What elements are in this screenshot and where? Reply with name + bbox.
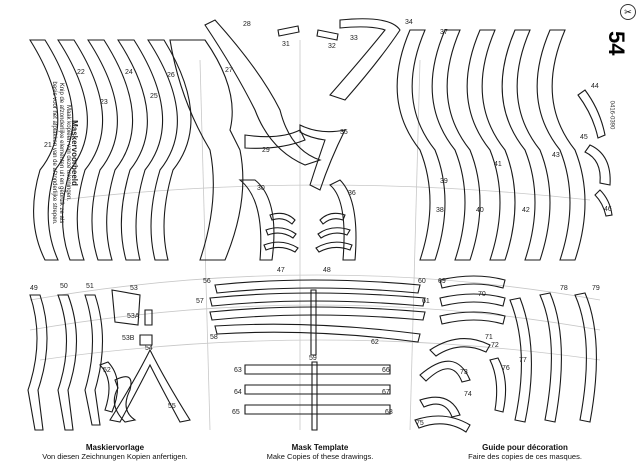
part-number-labels: 21 22 23 24 25 26 27 28 29 30 31 32 33 3… — [30, 19, 612, 427]
parts-hull-strips-right — [396, 29, 613, 261]
parts-center-strips — [209, 279, 426, 431]
parts-top-center — [277, 18, 401, 261]
part-label-41: 41 — [494, 161, 502, 168]
page-code: 0416-0390 — [608, 100, 615, 130]
part-label-63: 63 — [234, 367, 242, 374]
part-label-37: 37 — [440, 29, 448, 36]
caption-english: Mask Template Make Copies of these drawi… — [225, 443, 415, 461]
caption-german-title: Maskiervorlage — [85, 443, 145, 452]
part-label-60: 60 — [418, 278, 426, 285]
part-label-53: 53 — [130, 285, 138, 292]
part-label-52: 52 — [103, 367, 111, 374]
part-label-57: 57 — [196, 298, 204, 305]
side-instruction-line: Maak kopieën van deze tekeningen. — [65, 104, 71, 202]
part-label-31: 31 — [282, 41, 290, 48]
part-label-26: 26 — [167, 72, 175, 79]
part-label-47: 47 — [277, 267, 285, 274]
part-label-78: 78 — [560, 285, 568, 292]
part-label-33: 33 — [350, 35, 358, 42]
part-label-56: 56 — [203, 278, 211, 285]
caption-english-text: Make Copies of these drawings. — [266, 452, 374, 461]
part-label-79: 79 — [592, 285, 600, 292]
side-instruction-line: basis voor het afplakken van de afzonder… — [51, 81, 57, 225]
caption-french: Guide pour décoration Faire des copies d… — [430, 443, 620, 461]
part-label-61: 61 — [422, 298, 430, 305]
background-ship-drawing — [29, 40, 601, 431]
part-label-50: 50 — [60, 283, 68, 290]
caption-french-title: Guide pour décoration — [482, 443, 568, 452]
part-label-22: 22 — [77, 69, 85, 76]
part-label-66: 66 — [382, 367, 390, 374]
caption-french-text: Faire des copies de ces masques. — [468, 452, 582, 461]
part-label-51: 51 — [86, 283, 94, 290]
part-label-55: 55 — [168, 403, 176, 410]
part-label-53A: 53A — [127, 313, 140, 320]
part-label-42: 42 — [522, 207, 530, 214]
issue-number: 54 — [604, 31, 629, 56]
part-label-74: 74 — [464, 391, 472, 398]
part-label-29: 29 — [262, 147, 270, 154]
part-label-35: 35 — [340, 129, 348, 136]
part-label-40: 40 — [476, 207, 484, 214]
part-label-24: 24 — [125, 69, 133, 76]
side-instruction-title: Maskervoorbeeld — [70, 120, 79, 186]
part-label-30: 30 — [257, 185, 265, 192]
part-label-34: 34 — [405, 19, 413, 26]
part-label-62: 62 — [371, 339, 379, 346]
part-label-58: 58 — [210, 334, 218, 341]
parts-hull-strips-left — [29, 19, 322, 261]
part-label-69: 69 — [438, 278, 446, 285]
part-label-49: 49 — [30, 285, 38, 292]
scissors-icon: ✂ — [620, 4, 636, 20]
part-label-48: 48 — [323, 267, 331, 274]
part-label-46: 46 — [604, 206, 612, 213]
part-label-28: 28 — [243, 21, 251, 28]
part-label-25: 25 — [150, 93, 158, 100]
parts-bottom-left — [27, 289, 191, 431]
part-label-64: 64 — [234, 389, 242, 396]
part-label-70: 70 — [478, 291, 486, 298]
caption-english-title: Mask Template — [291, 443, 349, 452]
part-label-54: 54 — [145, 345, 153, 352]
part-label-53B: 53B — [122, 335, 135, 342]
side-instruction-line: Knip de afzonderlijke elementen uit en g… — [58, 82, 64, 224]
part-label-77: 77 — [519, 357, 527, 364]
part-label-36: 36 — [348, 190, 356, 197]
parts-small-ribs — [263, 212, 353, 253]
caption-german-text: Von diesen Zeichnungen Kopien anfertigen… — [42, 452, 188, 461]
part-label-32: 32 — [328, 43, 336, 50]
part-label-44: 44 — [591, 83, 599, 90]
part-label-72: 72 — [491, 342, 499, 349]
parts-bottom-right — [414, 275, 597, 433]
part-label-68: 68 — [385, 409, 393, 416]
part-label-21: 21 — [44, 142, 52, 149]
part-label-38: 38 — [436, 207, 444, 214]
part-label-75: 75 — [416, 420, 424, 427]
part-label-27: 27 — [225, 67, 233, 74]
part-label-43: 43 — [552, 152, 560, 159]
part-label-67: 67 — [382, 389, 390, 396]
part-label-76: 76 — [502, 365, 510, 372]
part-label-23: 23 — [100, 99, 108, 106]
part-label-65: 65 — [232, 409, 240, 416]
part-label-59: 59 — [309, 355, 317, 362]
part-label-71: 71 — [485, 334, 493, 341]
caption-german: Maskiervorlage Von diesen Zeichnungen Ko… — [20, 443, 210, 461]
side-instruction-text: Maskervoorbeeld Maak kopieën van deze te… — [42, 53, 79, 253]
part-label-73: 73 — [460, 369, 468, 376]
part-label-39: 39 — [440, 178, 448, 185]
part-label-45: 45 — [580, 134, 588, 141]
